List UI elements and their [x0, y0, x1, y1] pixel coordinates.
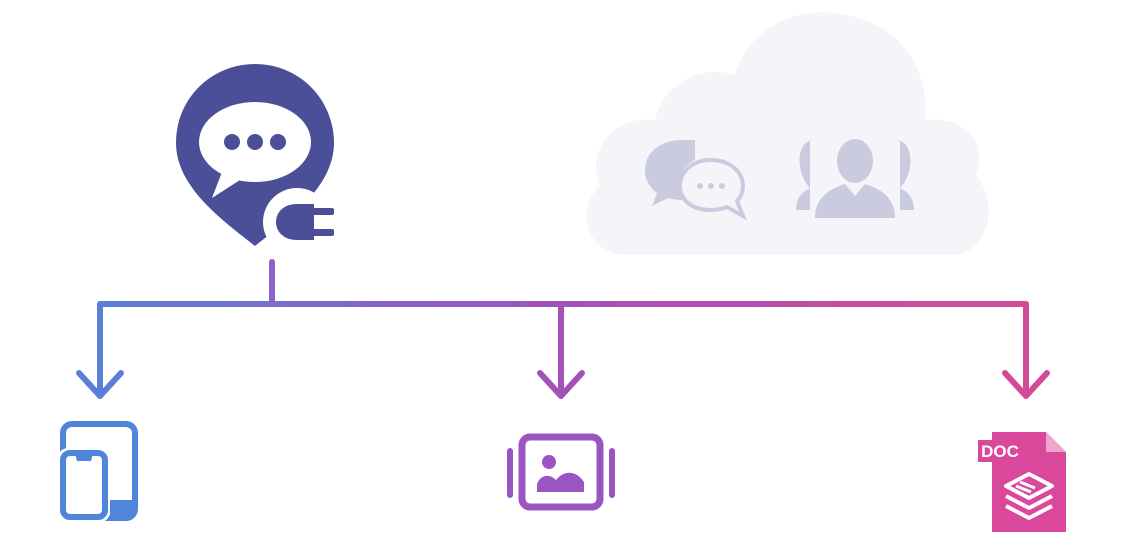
chat-bubbles-icon	[645, 140, 747, 221]
devices-icon	[58, 421, 138, 522]
chat-plugin-icon	[176, 64, 334, 256]
arrow-head-middle	[537, 370, 585, 399]
doc-badge-bg	[978, 440, 1022, 462]
user-group-icon	[796, 134, 914, 218]
doc-file-icon: DOC	[978, 432, 1066, 532]
arrow-head-left	[76, 370, 124, 399]
connector-lines	[76, 259, 1050, 399]
doc-badge-label: DOC	[981, 442, 1019, 461]
image-gallery-icon	[507, 433, 615, 511]
stack-layers-glyph	[1004, 472, 1054, 520]
arrow-head-right	[1002, 370, 1050, 399]
cloud-shape	[586, 12, 989, 255]
